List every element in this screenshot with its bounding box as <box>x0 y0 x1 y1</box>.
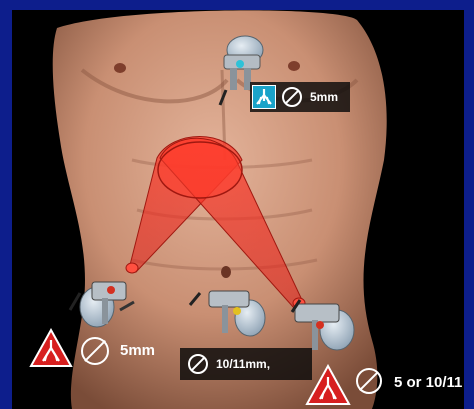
diameter-symbol-icon <box>282 87 302 107</box>
right-nipple <box>288 61 300 71</box>
left-warning-icon <box>29 328 73 368</box>
trocar-stability-icon <box>252 85 276 109</box>
middle-port-size: 10/11mm, <box>216 357 270 371</box>
top-port-label: 5mm <box>250 82 350 112</box>
left-diameter-icon <box>81 337 109 365</box>
left-port-size: 5mm <box>120 342 155 359</box>
middle-port-label: 10/11mm, <box>180 348 312 380</box>
left-nipple <box>114 63 126 73</box>
right-port-size: 5 or 10/11 <box>394 374 462 391</box>
top-port-size: 5mm <box>310 90 338 104</box>
video-viewport: 5mm 5mm 10/11mm, <box>12 10 464 409</box>
diameter-symbol-icon <box>188 354 208 374</box>
right-diameter-icon <box>356 368 382 394</box>
right-warning-icon <box>305 364 351 406</box>
